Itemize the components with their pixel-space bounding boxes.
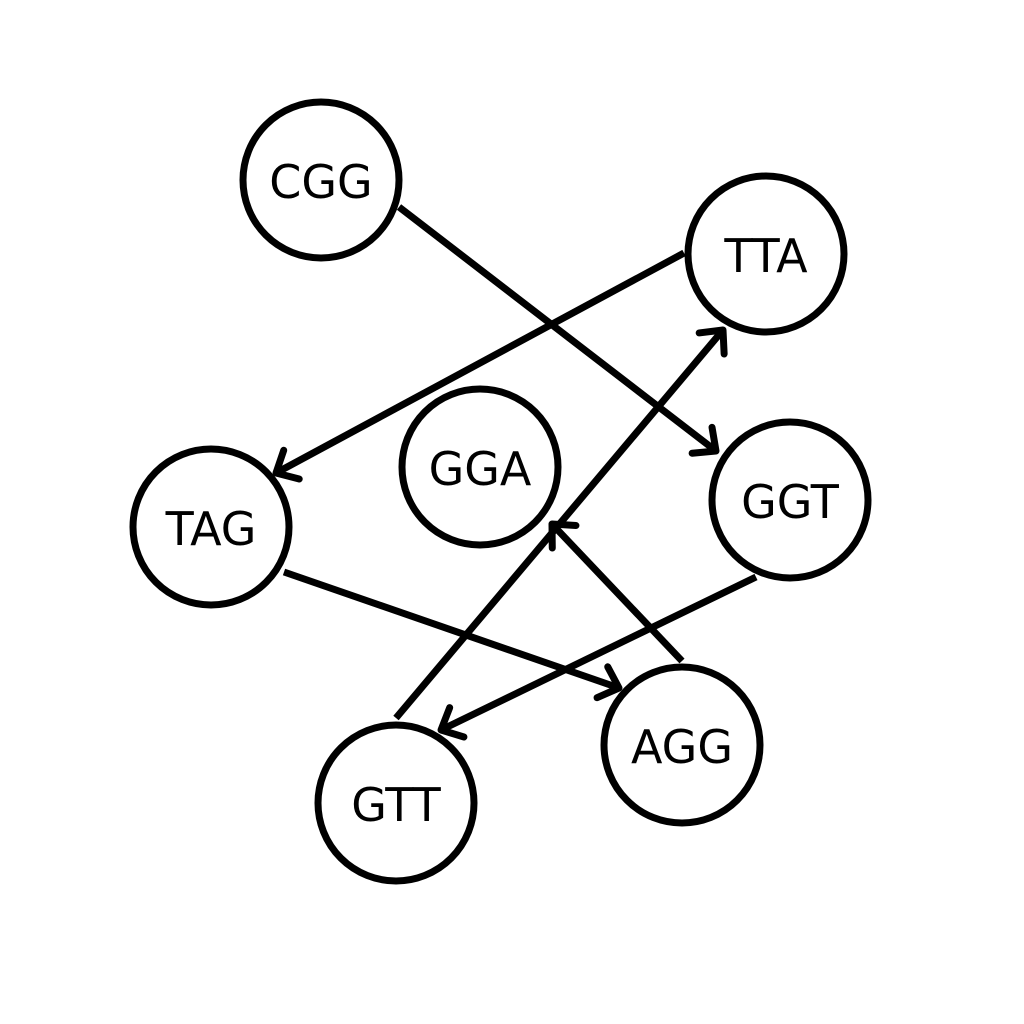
node-label: TTA (723, 229, 808, 283)
edge-tta-to-tag (272, 249, 686, 483)
arrow-head-icon (548, 520, 580, 552)
edge-gtt-to-tta (393, 326, 728, 721)
node-label: TAG (165, 502, 257, 556)
edge-line (396, 204, 719, 454)
node-circle (314, 721, 478, 885)
arrow-head-icon (437, 704, 468, 741)
edge-ggt-to-gtt (437, 573, 758, 741)
arrow-head-icon (593, 663, 623, 702)
node-circle (600, 663, 764, 827)
edge-line (274, 249, 686, 477)
node-ggt: GGT (708, 418, 872, 582)
node-label: GGA (429, 442, 532, 496)
edge-tag-to-agg (282, 568, 623, 702)
node-tag: TAG (129, 445, 293, 609)
node-circle (129, 445, 293, 609)
node-label: AGG (631, 720, 733, 774)
arrow-head-icon (688, 423, 720, 457)
node-circle (684, 172, 848, 336)
edge-cgg-to-ggt (396, 204, 720, 457)
node-circle (708, 418, 872, 582)
node-label: GTT (351, 778, 441, 832)
node-cgg: CGG (239, 98, 403, 262)
node-gga: GGA (398, 385, 562, 549)
edges-layer (272, 204, 758, 741)
node-circle (239, 98, 403, 262)
arrow-head-icon (272, 446, 303, 483)
node-tta: TTA (684, 172, 848, 336)
node-circle (398, 385, 562, 549)
edge-line (549, 521, 685, 664)
node-label: GGT (741, 475, 840, 529)
edge-line (393, 327, 726, 721)
node-label: CGG (269, 155, 372, 209)
arrow-head-icon (695, 326, 728, 358)
edge-agg-to-gga (548, 520, 685, 664)
node-agg: AGG (600, 663, 764, 827)
edge-line (439, 573, 758, 734)
node-gtt: GTT (314, 721, 478, 885)
nodes-layer: CGG TTA GGA TAG GGT AGG GTT (129, 98, 872, 885)
